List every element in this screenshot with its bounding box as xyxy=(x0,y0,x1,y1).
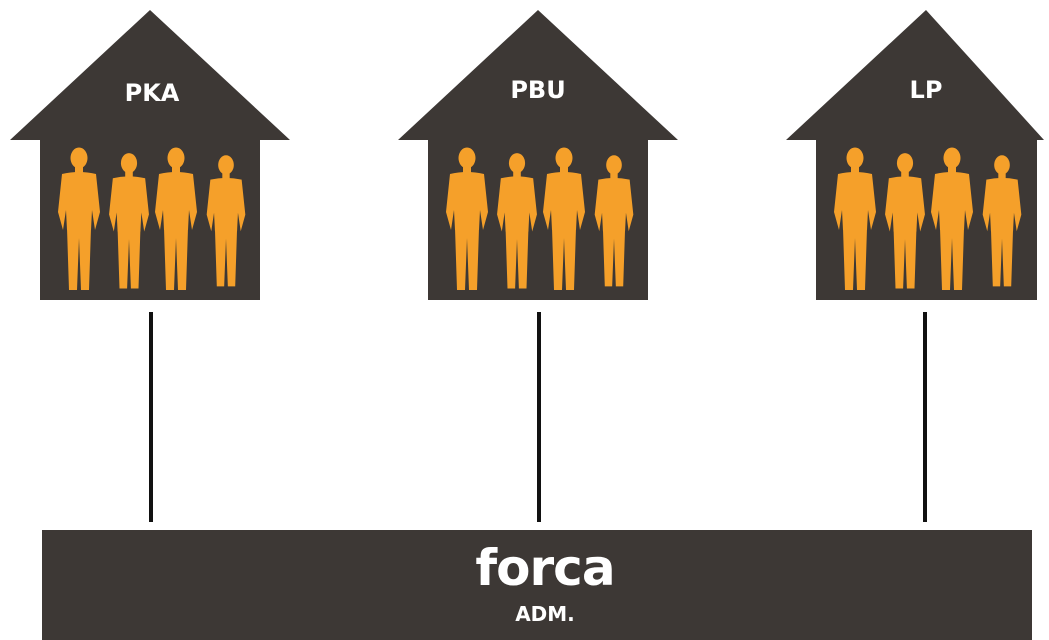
base-bar: forca ADM. xyxy=(42,530,1032,640)
house-pbu: PBU xyxy=(398,10,678,300)
house-shape xyxy=(398,10,678,300)
base-subtitle: ADM. xyxy=(515,602,575,626)
house-lp: LP xyxy=(786,10,1044,300)
house-label: PKA xyxy=(125,79,180,107)
house-shape xyxy=(10,10,290,300)
brand-logo: forca xyxy=(475,539,614,597)
house-label: LP xyxy=(910,76,943,104)
house-pka: PKA xyxy=(10,10,290,300)
house-label: PBU xyxy=(510,76,565,104)
base-rect xyxy=(42,530,1032,640)
